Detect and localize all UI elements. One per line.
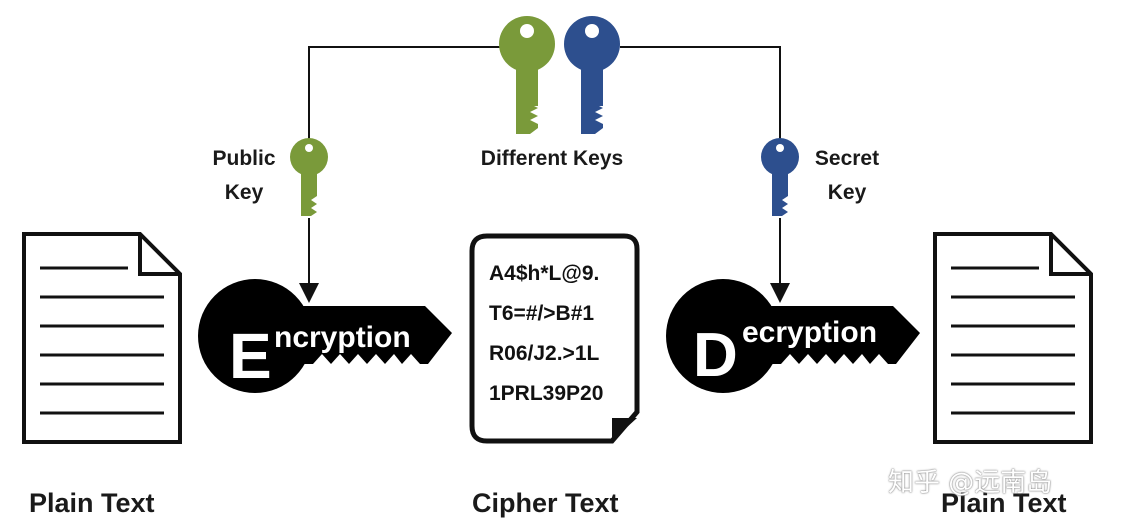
green-key-icon xyxy=(499,16,555,134)
encryption-label: ncryption xyxy=(274,321,411,354)
public-key-icon xyxy=(290,138,328,216)
cipher-line-2: T6=#/>B#1 xyxy=(489,302,595,325)
connector-lines xyxy=(299,46,790,303)
cipher-line-3: R06/J2.>1L xyxy=(489,342,600,365)
decryption-key-icon xyxy=(666,279,920,393)
encryption-initial: E xyxy=(229,320,272,392)
public-key-label: Public Key xyxy=(205,142,283,210)
encryption-key-icon xyxy=(198,279,452,393)
plain-text-right-label: Plain Text xyxy=(941,488,1067,518)
public-key-label-line1: Public xyxy=(212,147,276,170)
public-key-label-line2: Key xyxy=(224,181,264,204)
decryption-label: ecryption xyxy=(742,316,877,349)
cipher-text-document xyxy=(469,233,640,444)
secret-key-label-line1: Secret xyxy=(814,147,880,170)
secret-key-label: Secret Key xyxy=(806,142,888,210)
plain-text-document-right xyxy=(933,232,1093,444)
cipher-line-1: A4$h*L@9. xyxy=(489,262,600,285)
watermark: 知乎 @远南岛 xyxy=(888,468,1053,498)
blue-key-icon xyxy=(564,16,620,134)
secret-key-label-line2: Key xyxy=(827,181,867,204)
plain-text-document-left xyxy=(22,232,182,444)
plain-text-left-label: Plain Text xyxy=(29,488,155,518)
decryption-initial: D xyxy=(693,321,738,390)
cipher-text-label: Cipher Text xyxy=(472,488,619,518)
secret-key-icon xyxy=(761,138,799,216)
cipher-line-4: 1PRL39P20 xyxy=(489,382,604,405)
different-keys-label: Different Keys xyxy=(480,147,624,170)
